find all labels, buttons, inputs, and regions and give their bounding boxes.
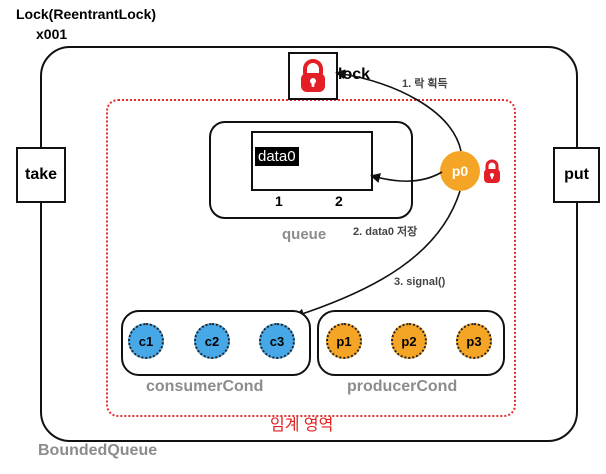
bounded-queue-box [40, 46, 578, 442]
take-box: take [16, 147, 66, 203]
consumer-cond-label: consumerCond [146, 378, 264, 395]
annotation-acquire-lock: 1. 락 획득 [402, 78, 448, 90]
critical-section-label: 임계 영역 [270, 417, 334, 434]
header-title: Lock(ReentrantLock) [16, 6, 157, 22]
producer-thread: p3 [456, 323, 492, 359]
annotation-store-data: 2. data0 저장 [353, 226, 418, 238]
producer-thread: p1 [326, 323, 362, 359]
header-id: x001 [36, 26, 68, 42]
consumer-thread: c1 [128, 323, 164, 359]
bounded-queue-label: BoundedQueue [38, 442, 158, 459]
queue-slot-index: 2 [335, 193, 343, 209]
queue-slot-value: data0 [255, 147, 299, 166]
queue-slot-index: 1 [275, 193, 283, 209]
queue-slot [311, 131, 373, 191]
held-lock-icon [484, 159, 500, 183]
arrow-acquire-lock [335, 69, 462, 152]
put-box: put [553, 147, 600, 203]
active-thread-p0: p0 [440, 151, 480, 191]
annotation-signal: 3. signal() [394, 276, 446, 288]
consumer-thread: c2 [194, 323, 230, 359]
producer-cond-label: producerCond [347, 378, 458, 395]
arrow-store-data [370, 171, 443, 183]
lock-box [288, 52, 338, 100]
arrow-signal [294, 190, 461, 319]
consumer-thread: c3 [259, 323, 295, 359]
critical-section-box [106, 99, 516, 417]
producer-thread: p2 [391, 323, 427, 359]
queue-label: queue [282, 226, 327, 243]
lock-icon [301, 59, 325, 92]
